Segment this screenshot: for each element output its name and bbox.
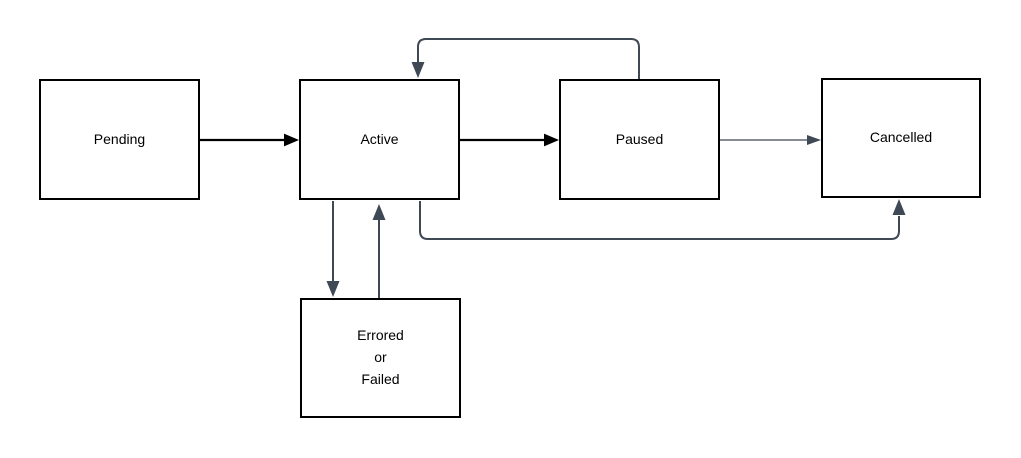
edge-active-to-paused	[460, 133, 559, 147]
node-active-label: Active	[360, 130, 399, 147]
arrowhead-up-icon	[892, 199, 906, 215]
arrowhead-down-icon	[411, 62, 425, 78]
node-active: Active	[299, 79, 460, 200]
node-paused-label: Paused	[615, 130, 664, 147]
node-cancelled-label: Cancelled	[869, 129, 933, 146]
arrowhead-right-icon	[807, 135, 821, 145]
edge-paused-to-cancelled	[720, 135, 821, 145]
edge-errored-to-active	[372, 204, 386, 298]
node-errored-or-failed-label: Errored or Failed	[357, 327, 404, 387]
edge-pending-to-active	[200, 133, 299, 147]
edge-active-to-errored	[326, 201, 340, 297]
node-pending: Pending	[39, 79, 200, 200]
arrowhead-right-icon	[284, 133, 299, 147]
node-paused: Paused	[559, 79, 720, 200]
edge-active-to-cancelled-bottom-loop	[419, 199, 906, 240]
node-errored-or-failed: Errored or Failed	[300, 298, 461, 418]
node-pending-label: Pending	[93, 130, 146, 147]
arrowhead-up-icon	[372, 204, 386, 220]
arrowhead-down-icon	[326, 281, 340, 297]
node-cancelled: Cancelled	[821, 78, 981, 198]
edge-paused-to-active-top-loop	[411, 38, 640, 79]
arrowhead-right-icon	[544, 133, 559, 147]
